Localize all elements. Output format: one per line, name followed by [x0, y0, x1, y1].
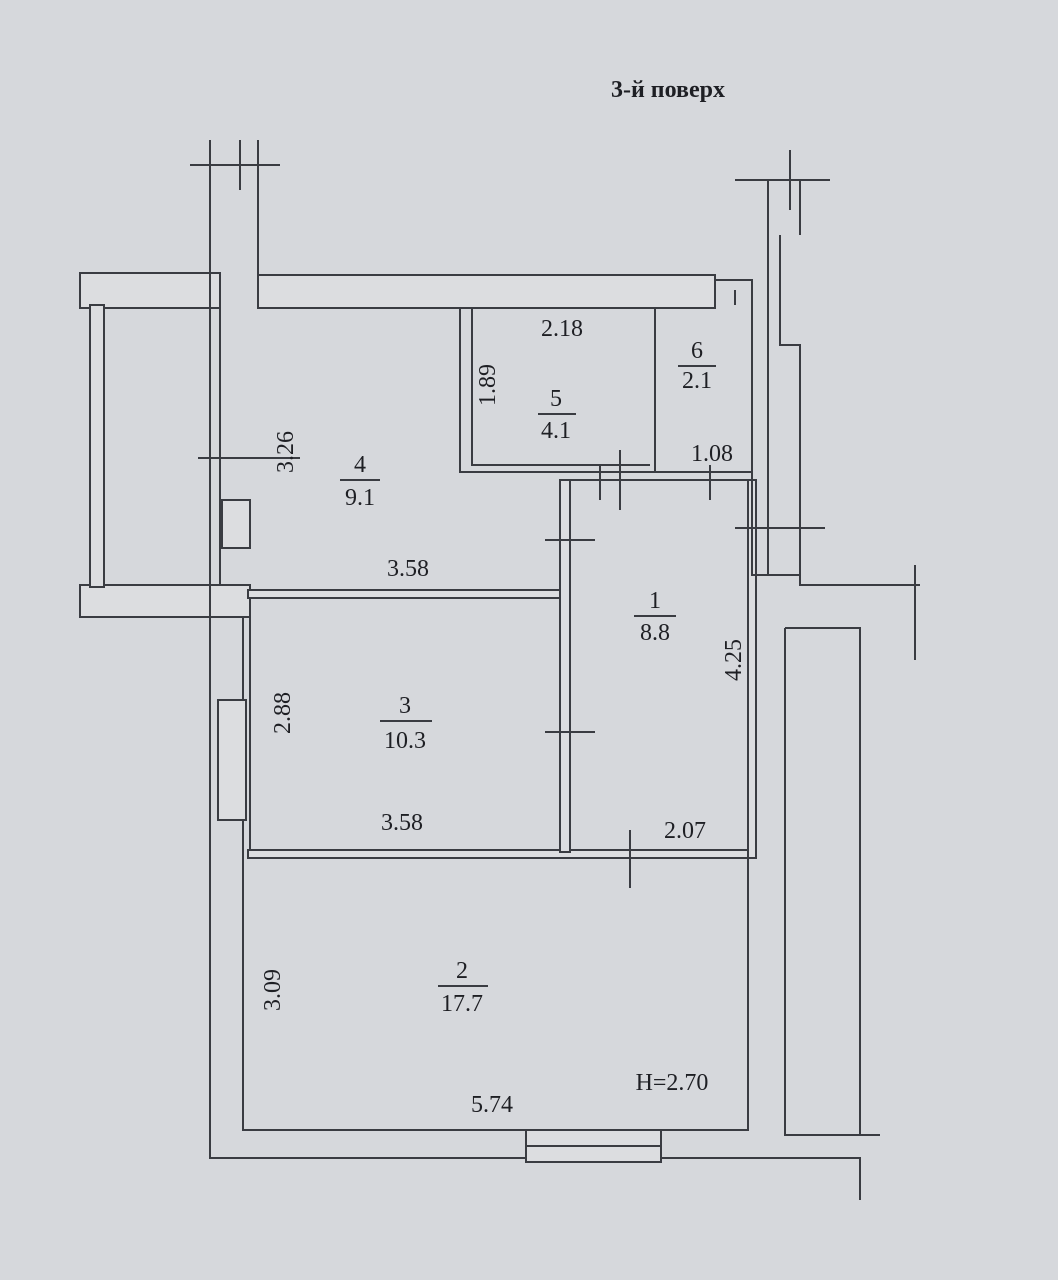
room-4-width-dim: 3.58: [387, 556, 429, 582]
corridor-width-dim: 2.07: [664, 818, 706, 844]
room-1-number: 1: [649, 588, 661, 614]
room-2-number: 2: [456, 958, 468, 984]
room-5-width-dim: 2.18: [541, 316, 583, 342]
room-3-number: 3: [399, 693, 411, 719]
room-3-width-dim: 3.58: [381, 810, 423, 836]
room-2-width-dim: 5.74: [471, 1092, 513, 1118]
room-6-area: 2.1: [682, 368, 712, 394]
walls: [79, 140, 920, 1200]
room-1-area: 8.8: [640, 620, 670, 646]
room-3-area: 10.3: [384, 728, 426, 754]
room-4-height-dim: 3.26: [273, 431, 299, 473]
room-5-area: 4.1: [541, 418, 571, 444]
room-3-height-dim: 2.88: [270, 692, 296, 734]
room-6-width-dim: 1.08: [691, 441, 733, 467]
room-1-length-dim: 4.25: [721, 639, 747, 681]
ceiling-height-label: H=2.70: [636, 1070, 709, 1096]
floor-title: 3-й поверх: [611, 77, 725, 103]
room-2-height-dim: 3.09: [260, 969, 286, 1011]
room-2-area: 17.7: [441, 991, 483, 1017]
room-5-height-dim: 1.89: [475, 364, 501, 406]
room-6-number: 6: [691, 338, 703, 364]
room-4-number: 4: [354, 452, 366, 478]
room-4-area: 9.1: [345, 485, 375, 511]
room-5-number: 5: [550, 386, 562, 412]
